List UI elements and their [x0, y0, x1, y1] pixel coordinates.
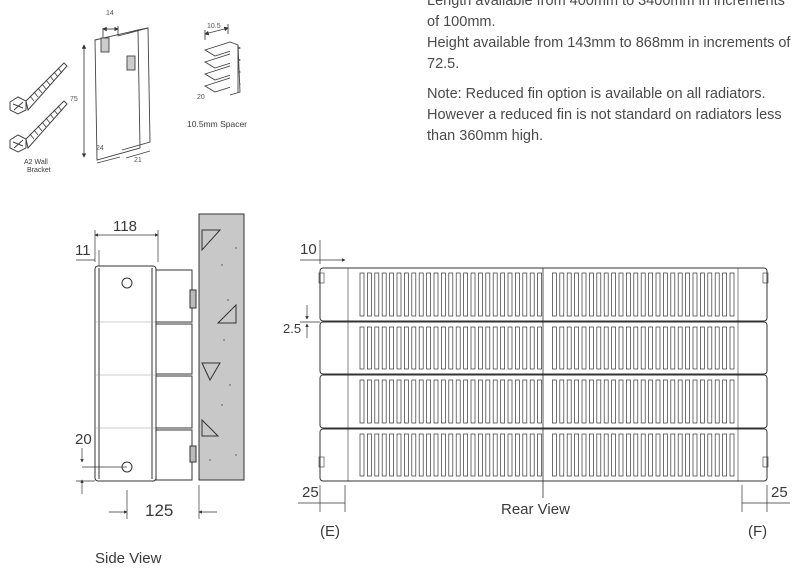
rear-dim-left-offset: 10 — [300, 241, 317, 258]
wall-screw-upper-icon — [9, 62, 68, 115]
bracket-label-line1: A2 Wall — [24, 159, 48, 166]
side-dim-width: 118 — [113, 218, 137, 235]
rear-dim-left-bottom: 25 — [302, 484, 319, 501]
wall-screw-lower-icon — [9, 100, 68, 153]
spacer-dim-side: 20 — [197, 94, 205, 101]
rear-dim-gap: 2.5 — [283, 321, 301, 336]
height-spec: Height available from 143mm to 868mm in … — [427, 35, 791, 72]
bracket-label-line2: Bracket — [27, 167, 51, 174]
side-dim-depth: 125 — [145, 501, 173, 520]
wall-dots — [209, 247, 237, 461]
bracket-dim-top: 14 — [106, 10, 114, 17]
rear-view-title: Rear View — [501, 501, 570, 518]
rear-label-e: (E) — [320, 523, 340, 540]
spacer-drawing — [203, 24, 242, 96]
specification-text: Length available from 400mm to 3400mm in… — [427, 0, 797, 147]
spacer-label: 10.5mm Spacer — [187, 119, 247, 129]
side-dim-bottom-offset: 20 — [75, 431, 92, 448]
rear-dim-right-bottom: 25 — [771, 484, 788, 501]
side-view-drawing — [76, 213, 245, 519]
bracket-dim-height: 75 — [70, 96, 78, 103]
rear-fin-slots — [359, 272, 735, 477]
bracket-dim-width: 21 — [134, 157, 142, 164]
a2-wall-bracket-drawing — [81, 26, 151, 164]
side-view-title: Side View — [95, 550, 162, 567]
bracket-dim-depth: 24 — [96, 145, 104, 152]
length-spec: Length available from 400mm to 3400mm in… — [427, 0, 785, 30]
spacer-dim-top: 10.5 — [207, 23, 221, 30]
reduced-fin-note: Note: Reduced fin option is available on… — [427, 86, 782, 144]
rear-label-f: (F) — [748, 523, 767, 540]
rear-view-drawing — [298, 240, 790, 512]
side-dim-top-offset: 11 — [75, 242, 91, 259]
